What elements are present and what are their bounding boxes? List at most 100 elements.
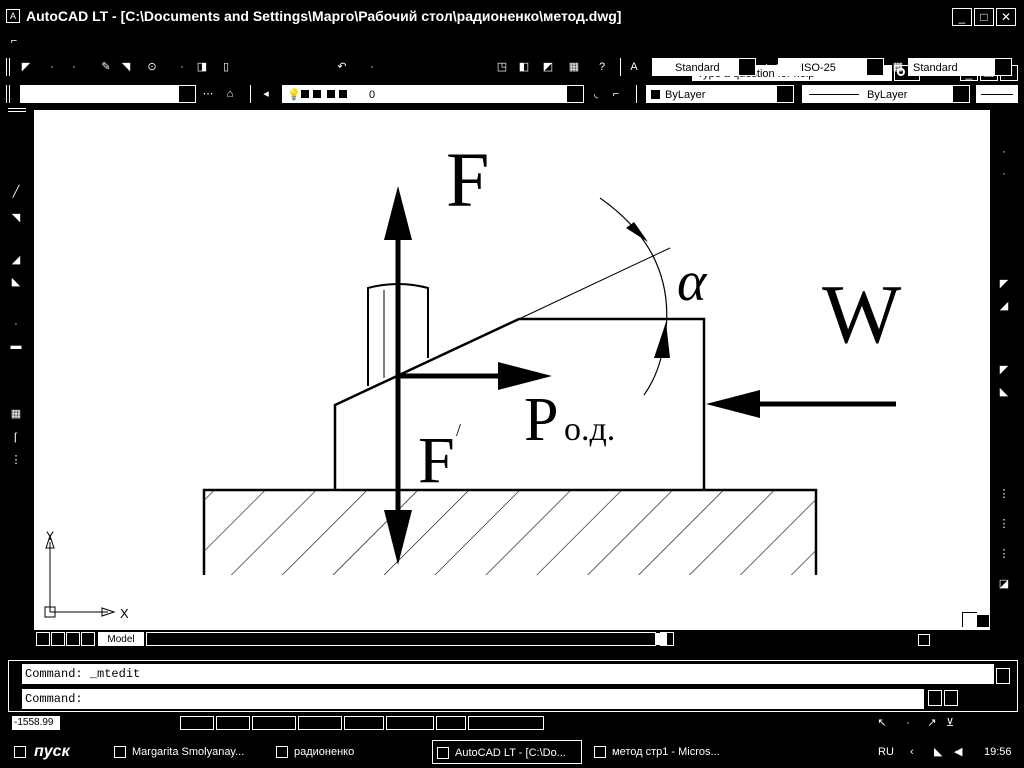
horizontal-scroll-thumb[interactable] [655, 633, 667, 645]
command-scroll-up[interactable] [996, 668, 1010, 684]
layer-select[interactable]: 💡 0 [282, 85, 584, 103]
close-button[interactable]: ✕ [996, 8, 1016, 26]
drawing-canvas[interactable]: F F / α W P о.д. [34, 110, 990, 630]
command-scroll-thumb[interactable] [944, 690, 958, 706]
erase-icon[interactable]: · [1002, 146, 1006, 158]
rectangle-icon[interactable]: ◢ [11, 254, 21, 266]
window-title: AutoCAD LT - [C:\Documents and Settings\… [26, 8, 622, 24]
dim-style-select[interactable]: ISO-25 [778, 58, 884, 76]
array-icon[interactable]: ◤ [999, 364, 1009, 376]
tab-next-button[interactable] [66, 632, 80, 646]
mirror-icon[interactable]: ◤ [999, 278, 1009, 290]
spline-icon[interactable]: ▬ [10, 340, 22, 352]
task-item-word[interactable]: метод стр1 - Micros... [590, 740, 740, 764]
toolbar-grip[interactable] [8, 108, 26, 112]
pan-icon[interactable]: ◳ [496, 61, 508, 73]
color-select[interactable]: ByLayer [646, 85, 794, 103]
properties-icon[interactable]: ◩ [542, 61, 554, 73]
text-style-select[interactable]: Standard [652, 58, 756, 76]
scroll-corner [976, 614, 990, 628]
task-item-folder[interactable]: радионенко [272, 740, 422, 764]
command-input[interactable]: Command: [22, 689, 924, 709]
label-alpha: α [677, 251, 708, 313]
model-space-toggle[interactable] [468, 716, 544, 730]
task-item-autocad[interactable]: AutoCAD LT - [C:\Do... [432, 740, 582, 764]
copy-object-icon[interactable]: · [1002, 168, 1006, 180]
document-icon[interactable]: ⌐ [10, 35, 18, 47]
save-icon[interactable]: ✎ [101, 61, 111, 73]
copy-icon[interactable]: ◨ [196, 61, 208, 73]
line-icon[interactable]: ╱ [12, 186, 20, 198]
otrack-toggle[interactable] [386, 716, 434, 730]
redo-icon[interactable]: · [370, 61, 374, 73]
windows-logo-icon [14, 746, 26, 758]
undo-icon[interactable]: ↶ [337, 61, 347, 73]
tab-last-button[interactable] [81, 632, 95, 646]
scale-icon[interactable]: ⋮ [998, 518, 1010, 530]
arc-icon[interactable]: ◣ [11, 276, 21, 288]
tab-model[interactable]: Model [98, 632, 144, 646]
snap-toggle[interactable] [180, 716, 214, 730]
chevron-down-icon [994, 59, 1011, 75]
lock-toolbar-icon[interactable]: · [906, 717, 910, 729]
circle-icon[interactable]: · [14, 318, 18, 330]
start-button[interactable]: пуск [6, 740, 102, 764]
workspace-settings-icon[interactable]: ⋯ [202, 88, 214, 100]
command-scroll-button[interactable] [928, 690, 942, 706]
network-icon[interactable]: ◣ [934, 746, 943, 758]
grid-toggle[interactable] [216, 716, 250, 730]
maximize-button[interactable]: □ [974, 8, 994, 26]
chevron-down-icon [866, 59, 883, 75]
workspace-select[interactable] [20, 85, 196, 103]
print-icon[interactable]: ◥ [121, 61, 131, 73]
polyline-icon[interactable]: ◥ [11, 212, 21, 224]
comm-center-icon[interactable]: ↖ [877, 717, 887, 729]
clean-screen-icon[interactable]: ⊻ [945, 717, 955, 729]
new-icon[interactable]: · [50, 61, 54, 73]
polar-toggle[interactable] [298, 716, 342, 730]
offset-icon[interactable]: ◢ [999, 300, 1009, 312]
osnap-toggle[interactable] [344, 716, 384, 730]
help-icon[interactable]: ? [598, 61, 606, 73]
layer-manager-icon[interactable]: ⌂ [226, 88, 234, 100]
table-style-select[interactable]: Standard [908, 58, 1012, 76]
hatch-icon[interactable]: ▦ [10, 408, 22, 420]
ucs-y-label: Y [46, 529, 54, 543]
preview-icon[interactable]: ⊙ [147, 61, 157, 73]
toolbar-grip[interactable] [6, 85, 10, 103]
lwt-toggle[interactable] [436, 716, 466, 730]
make-current-layer-icon[interactable]: ◟ [593, 88, 599, 100]
multiline-text-icon[interactable]: ⋮ [10, 454, 22, 466]
language-indicator[interactable]: RU [878, 746, 894, 758]
layer-previous-icon[interactable]: ⌐ [612, 88, 620, 100]
ortho-toggle[interactable] [252, 716, 296, 730]
scroll-right-button[interactable] [660, 632, 674, 646]
task-item-messenger[interactable]: Margarita Smolyanay... [110, 740, 268, 764]
tray-settings-icon[interactable]: ↗ [927, 717, 937, 729]
autocad-icon[interactable]: A [6, 9, 20, 23]
horizontal-scrollbar[interactable] [146, 632, 667, 646]
region-icon[interactable]: ⌈ [13, 432, 19, 444]
move-icon[interactable]: ◣ [999, 386, 1009, 398]
tray-expand-icon[interactable]: ‹ [910, 746, 914, 758]
zoom-window-icon[interactable] [918, 634, 930, 646]
trim-icon[interactable]: ◪ [998, 578, 1010, 590]
open-icon[interactable]: · [72, 61, 76, 73]
w-arrow-head [706, 390, 760, 418]
stretch-icon[interactable]: ⋮ [998, 548, 1010, 560]
pointer-icon[interactable]: ◤ [21, 61, 31, 73]
paste-icon[interactable]: ▯ [222, 61, 230, 73]
task-label: AutoCAD LT - [C:\Do... [455, 747, 566, 759]
tab-first-button[interactable] [36, 632, 50, 646]
layer-states-icon[interactable]: ◂ [263, 88, 269, 100]
toolbar-grip[interactable] [6, 58, 10, 76]
volume-icon[interactable]: ◀ [954, 746, 963, 758]
minimize-button[interactable]: _ [952, 8, 972, 26]
tab-prev-button[interactable] [51, 632, 65, 646]
rotate-icon[interactable]: ⋮ [998, 488, 1010, 500]
lineweight-select[interactable] [976, 85, 1018, 103]
linetype-select[interactable]: ByLayer [802, 85, 970, 103]
design-center-icon[interactable]: ▦ [568, 61, 580, 73]
cut-icon[interactable]: · [180, 61, 184, 73]
zoom-icon[interactable]: ◧ [518, 61, 530, 73]
